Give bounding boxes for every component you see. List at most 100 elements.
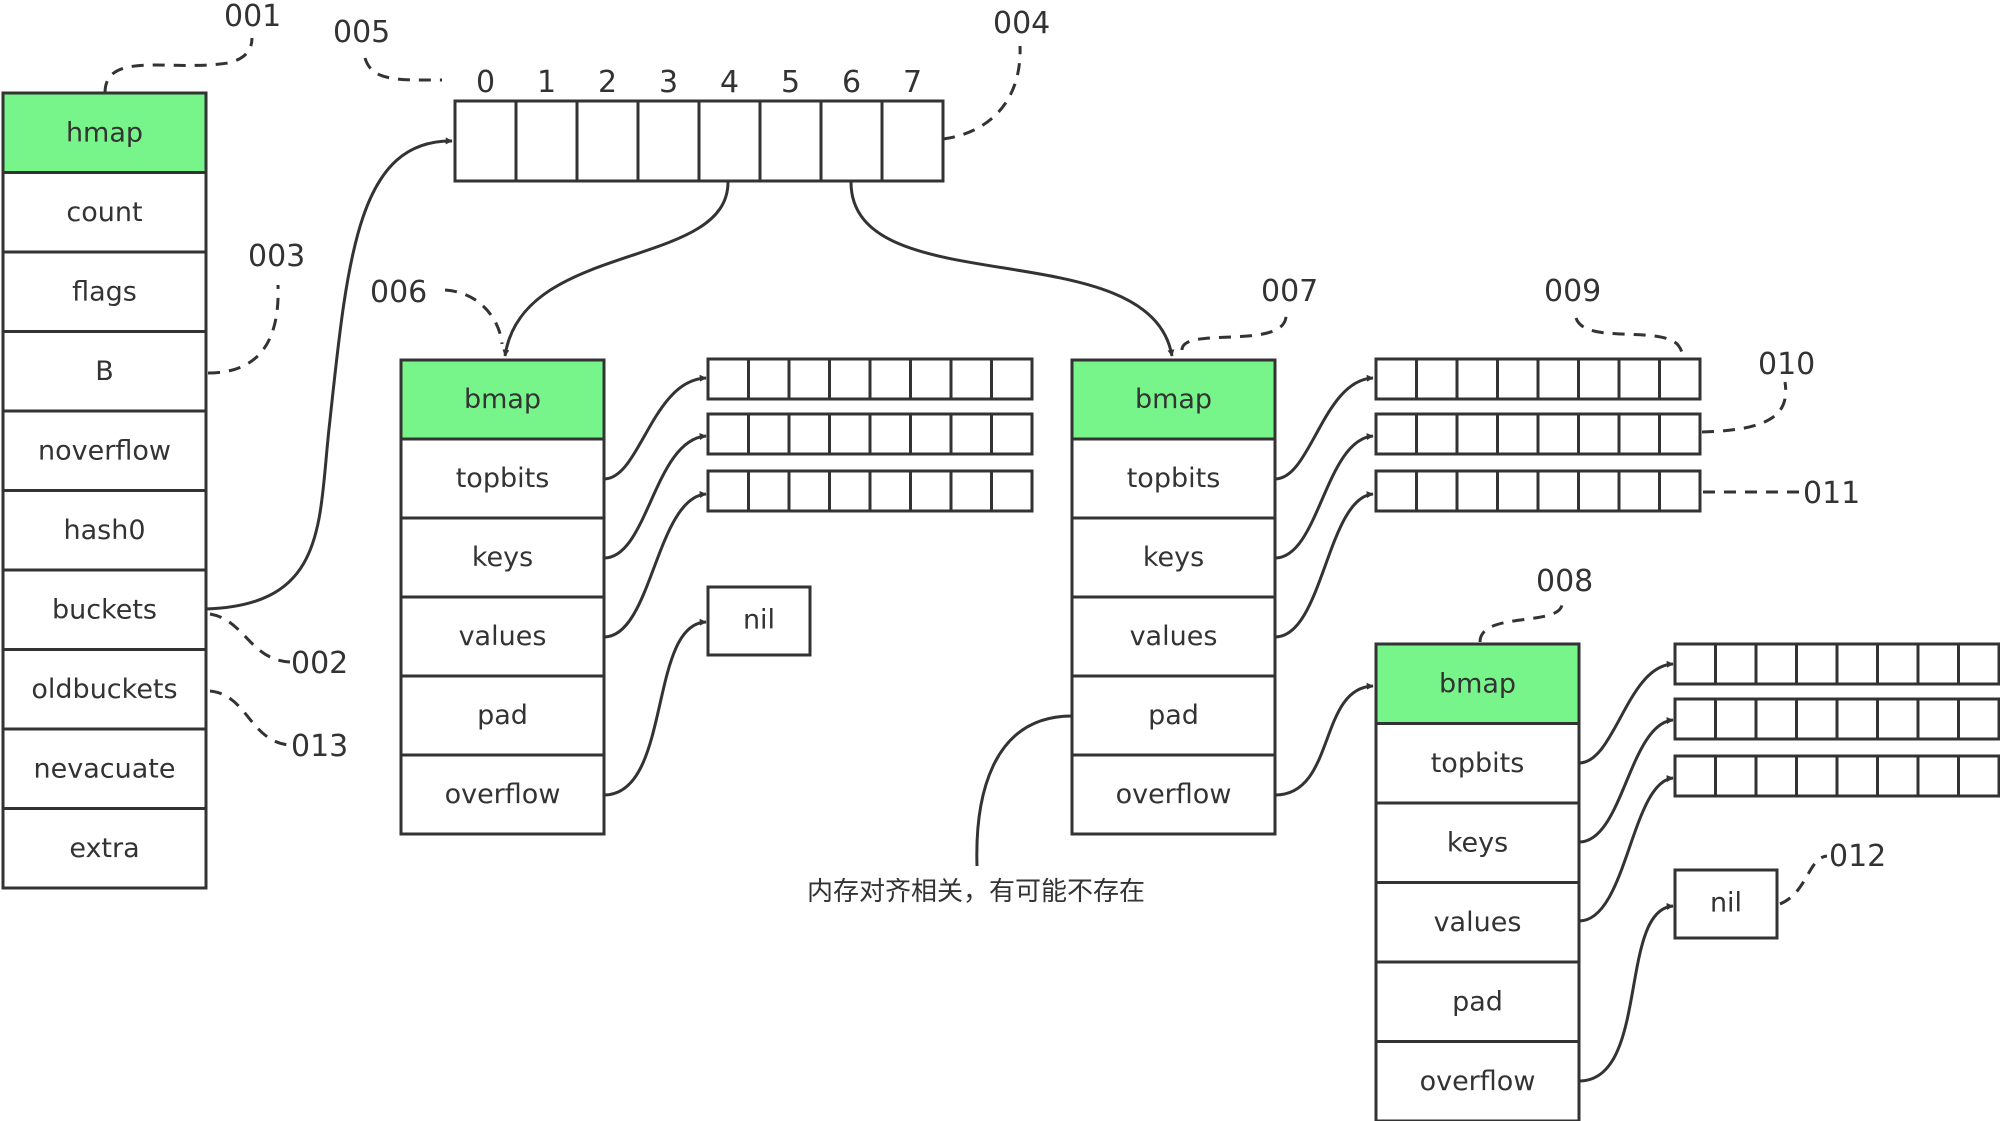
callout-004: 004 <box>993 6 1050 41</box>
bmap2-keys-array-cell-0 <box>1374 412 1418 456</box>
bmap1-values-array-cell-1 <box>747 469 791 513</box>
bucket-slot-0 <box>453 99 518 183</box>
callout-leaders <box>103 37 1828 906</box>
bmap2-field-bmap-cell <box>1070 358 1277 441</box>
bmap2-field-values-cell <box>1070 595 1277 678</box>
callout-006: 006 <box>370 275 427 310</box>
bucket-index-4: 4 <box>720 65 739 100</box>
bmap2-topbits-array-cell-3 <box>1496 357 1540 401</box>
bmap2-values-array-cell-2 <box>1455 469 1499 513</box>
bmap3-values-array-cell-4 <box>1835 754 1879 798</box>
bmap1-values-array-cell-7 <box>990 469 1034 513</box>
bmap1-keys-array-cell-2 <box>787 412 831 456</box>
leader-010 <box>1701 381 1788 434</box>
bmap1-keys-array-cell-4 <box>868 412 912 456</box>
bmap2-field-keys-cell <box>1070 516 1277 599</box>
bmap1-topbits-arrow <box>603 374 707 481</box>
bmap3-values-array-cell-7 <box>1957 754 2000 798</box>
bmap2-keys-array <box>1374 412 1702 456</box>
bmap1-field-values-label: values <box>459 621 547 652</box>
hmap-field-hmap-cell <box>1 91 208 174</box>
bmap3-topbits-array-cell-1 <box>1714 642 1758 686</box>
callout-labels: 001 002 003 004 005 006 007 008 009 010 … <box>224 0 1886 874</box>
bmap2-values-arrow <box>1274 491 1374 639</box>
bmap1-values-array-cell-5 <box>909 469 953 513</box>
bmap2-topbits-arrow <box>1274 374 1374 481</box>
bmap3-topbits-array-cell-4 <box>1835 642 1879 686</box>
bmap1-field-bmap-cell <box>399 358 606 441</box>
bmap1-field-bmap-label: bmap <box>464 384 541 415</box>
bmap1-keys-array-cell-5 <box>909 412 953 456</box>
bucket-slot-6 <box>819 99 884 183</box>
bmap2-topbits-array <box>1374 357 1702 401</box>
hmap-field-b-cell <box>1 330 208 413</box>
hmap-field-count-label: count <box>66 197 142 228</box>
bmap1-values-array <box>706 469 1034 513</box>
bmap2-values-array-cell-3 <box>1496 469 1540 513</box>
bmap2-values-array-cell-5 <box>1577 469 1621 513</box>
bmap1-keys-array-cell-7 <box>990 412 1034 456</box>
index6-to-bmap2-arrow <box>849 181 1175 357</box>
leader-005 <box>363 57 443 82</box>
hmap-field-count-cell <box>1 171 208 254</box>
bmap3-keys-arrow <box>1578 717 1674 844</box>
bmap1-topbits-array-cell-4 <box>868 357 912 401</box>
bmap3-topbits-array-cell-2 <box>1754 642 1798 686</box>
bmap3-field-pad-label: pad <box>1452 986 1503 1017</box>
bmap1-keys-array-cell-6 <box>949 412 993 456</box>
bmap3-keys-array-cell-7 <box>1957 697 2000 741</box>
bmap1-field-pad-label: pad <box>477 700 528 731</box>
leader-006 <box>444 288 504 345</box>
bmap2-values-array-cell-0 <box>1374 469 1418 513</box>
bmap1-values-arrow <box>603 491 707 639</box>
bmap1-values-array-cell-4 <box>868 469 912 513</box>
nil-box-2-frame <box>1673 868 1779 940</box>
callout-009: 009 <box>1544 274 1601 309</box>
callout-011: 011 <box>1803 476 1860 511</box>
leader-004 <box>942 45 1022 141</box>
bmap2-topbits-array-cell-1 <box>1415 357 1459 401</box>
callout-005: 005 <box>333 15 390 50</box>
nil-box-2: nil <box>1673 868 1779 940</box>
bmap1-field-keys-label: keys <box>472 542 533 573</box>
callout-007: 007 <box>1261 274 1318 309</box>
bucket-index-5: 5 <box>781 65 800 100</box>
leader-003 <box>207 284 280 375</box>
bmap2-field-overflow-label: overflow <box>1116 779 1232 810</box>
nil-box-1-frame <box>706 585 812 657</box>
bmap1-keys-array <box>706 412 1034 456</box>
bmap2-keys-arrow <box>1274 433 1374 560</box>
bmap3-keys-array-cell-0 <box>1673 697 1717 741</box>
bmap2-keys-array-cell-3 <box>1496 412 1540 456</box>
bmap3-keys-array-cell-3 <box>1795 697 1839 741</box>
bmap3-field-pad-cell <box>1374 960 1581 1043</box>
bmap1-keys-array-cell-1 <box>747 412 791 456</box>
leader-001 <box>103 37 254 94</box>
hmap-field-hash0-cell <box>1 489 208 572</box>
bmap2-field-pad-label: pad <box>1148 700 1199 731</box>
nil-box-2-label: nil <box>1710 888 1742 919</box>
leader-002 <box>209 612 291 664</box>
bmap1-topbits-array-cell-7 <box>990 357 1034 401</box>
bmap3-keys-array-cell-4 <box>1835 697 1879 741</box>
hmap-field-nevacuate-label: nevacuate <box>34 753 176 784</box>
pad-note-leader <box>975 714 1073 867</box>
bmap3-overflow-arrow <box>1578 902 1674 1083</box>
bucket-slot-1 <box>514 99 579 183</box>
bucket-index-6: 6 <box>842 65 861 100</box>
leader-008 <box>1478 601 1564 643</box>
index4-to-bmap1-arrow <box>502 181 730 357</box>
bmap2-topbits-array-cell-5 <box>1577 357 1621 401</box>
bmap2-overflow-arrow <box>1274 682 1374 797</box>
bmap2-values-array-cell-1 <box>1415 469 1459 513</box>
bmap2-keys-array-cell-2 <box>1455 412 1499 456</box>
bmap1-topbits-array <box>706 357 1034 401</box>
bmap1-values-array-cell-3 <box>828 469 872 513</box>
bucket-slot-3 <box>636 99 701 183</box>
bmap3-keys-array-cell-5 <box>1876 697 1920 741</box>
hmap-field-b-label: B <box>95 356 114 387</box>
bmap1-topbits-array-cell-0 <box>706 357 750 401</box>
bmap3-topbits-arrow <box>1578 660 1674 765</box>
bmap3-field-keys-label: keys <box>1447 827 1508 858</box>
